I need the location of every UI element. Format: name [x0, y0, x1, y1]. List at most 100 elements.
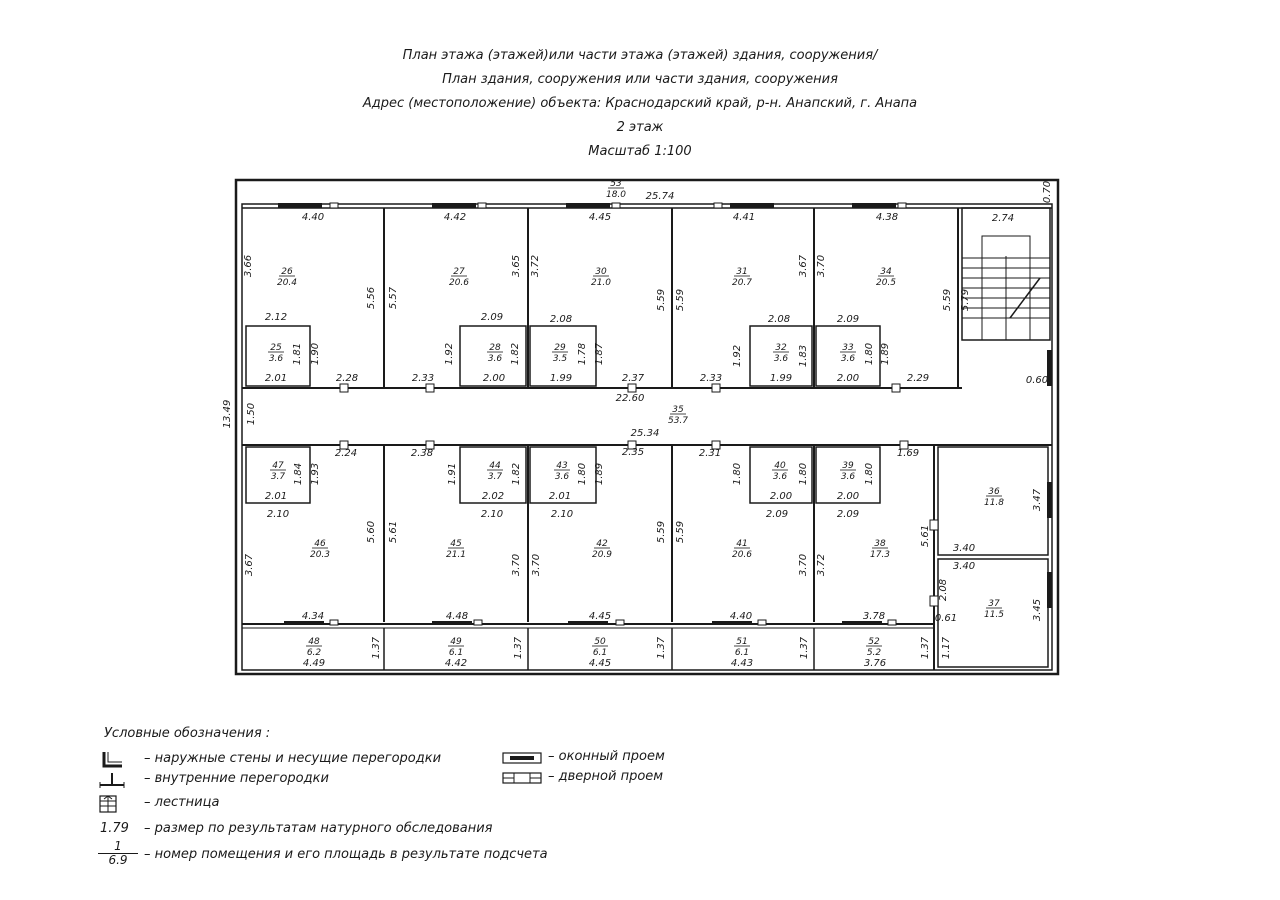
door-balcony-49 [473, 619, 483, 626]
room-area: 53.7 [668, 416, 688, 426]
dimension-label: 3.40 [953, 561, 975, 572]
dimension-label: 2.00 [837, 373, 859, 384]
room-area: 3.6 [841, 354, 856, 364]
door-balcony-48 [329, 619, 339, 626]
dimension-label: 1.80 [864, 343, 875, 365]
room-area: 21.1 [446, 550, 466, 560]
dimension-label: 2.10 [267, 509, 289, 520]
door-38 [899, 440, 909, 450]
dimension-label: 4.34 [302, 611, 324, 622]
title-line-5: Масштаб 1:100 [588, 144, 692, 159]
room-number: 35 [672, 405, 684, 415]
legend-frac-den: 6.9 [98, 853, 138, 867]
dimension-label: 1.50 [246, 403, 257, 425]
dimension-label: 1.37 [920, 636, 931, 659]
door-37 [929, 595, 939, 607]
room-label-44: 443.7 [487, 461, 503, 482]
room-number: 45 [450, 539, 462, 549]
door-icon [502, 772, 542, 784]
room-area: 3.7 [271, 472, 286, 482]
dimension-label: 1.89 [880, 343, 891, 365]
room-area: 3.6 [269, 354, 284, 364]
room-number: 28 [489, 343, 501, 353]
window-icon [502, 752, 542, 764]
dimension-label: 3.47 [1032, 488, 1043, 511]
dimension-label: 1.80 [798, 463, 809, 485]
dimension-label: 0.70 [1042, 181, 1053, 203]
outer-wall [234, 178, 1060, 676]
room-area: 3.6 [488, 354, 503, 364]
door-balcony-27 [477, 202, 487, 209]
dimension-label: 1.84 [293, 463, 304, 485]
dimension-label: 1.80 [864, 463, 875, 485]
dimension-label: 3.70 [531, 554, 542, 576]
room-number: 27 [453, 267, 465, 277]
dimension-label: 4.41 [733, 212, 755, 223]
room-number: 29 [554, 343, 566, 353]
window-27 [432, 203, 476, 208]
door-41 [711, 440, 721, 450]
dimension-label: 4.45 [589, 611, 611, 622]
room-number: 33 [842, 343, 854, 353]
window-corridor [1047, 350, 1052, 386]
door-46 [339, 440, 349, 450]
dimension-label: 1.87 [594, 342, 605, 365]
room-number: 48 [308, 637, 320, 647]
room-label-52: 525.2 [866, 637, 882, 658]
dimension-label: 4.48 [446, 611, 468, 622]
dimension-label: 25.74 [646, 191, 675, 202]
dimension-label: 5.59 [656, 289, 667, 311]
room-25-walls [245, 325, 311, 387]
dimension-label: 4.42 [445, 658, 467, 669]
dimension-label: 2.31 [699, 448, 721, 459]
dimension-label: 1.83 [798, 345, 809, 367]
title-block: План этажа (этажей)или части этажа (этаж… [0, 44, 1280, 164]
dimension-label: 2.37 [622, 373, 645, 384]
room-labels: 2620.42720.63021.03120.73420.5253.6283.6… [268, 179, 1004, 658]
legend-inner-walls-text: – внутренние перегородки [144, 771, 329, 786]
outer-wall-icon [102, 752, 122, 768]
room-number: 44 [489, 461, 501, 471]
dimension-label: 2.38 [411, 448, 433, 459]
dimension-label: 2.10 [551, 509, 573, 520]
legend-size-example: 1.79 [100, 821, 129, 836]
window-37 [1047, 572, 1052, 608]
room-area: 6.1 [735, 648, 749, 658]
dimension-label: 2.08 [768, 314, 790, 325]
dimension-label: 1.99 [770, 373, 792, 384]
door-27 [425, 383, 435, 393]
dimension-label: 2.08 [938, 579, 949, 601]
dimension-label: 3.67 [798, 254, 809, 277]
room-33-walls [815, 325, 881, 387]
dimension-label: 1.93 [310, 463, 321, 485]
room-area: 20.6 [449, 278, 469, 288]
dimension-label: 1.37 [371, 636, 382, 659]
room-number: 36 [988, 487, 1000, 497]
room-area: 6.2 [307, 648, 322, 658]
window-26 [278, 203, 322, 208]
door-45 [425, 440, 435, 450]
window-31 [730, 203, 774, 208]
room-area: 21.0 [591, 278, 611, 288]
room-label-49: 496.1 [448, 637, 464, 658]
room-label-25: 253.6 [268, 343, 284, 364]
room-area: 18.0 [606, 190, 626, 200]
dimension-label: 4.45 [589, 658, 611, 669]
dimension-label: 5.60 [366, 521, 377, 543]
legend-window-text: – оконный проем [548, 749, 665, 764]
dimension-label: 2.29 [907, 373, 929, 384]
dimension-label: 3.70 [511, 554, 522, 576]
window-36 [1047, 482, 1052, 518]
windows [278, 203, 1052, 625]
dimension-label: 5.59 [942, 289, 953, 311]
legend-fraction: 1 6.9 [98, 840, 138, 867]
room-number: 25 [270, 343, 282, 353]
dimension-label: 0.61 [935, 613, 957, 624]
dimension-label: 3.67 [244, 553, 255, 576]
room-number: 30 [595, 267, 607, 277]
dimension-label: 1.81 [292, 343, 303, 365]
